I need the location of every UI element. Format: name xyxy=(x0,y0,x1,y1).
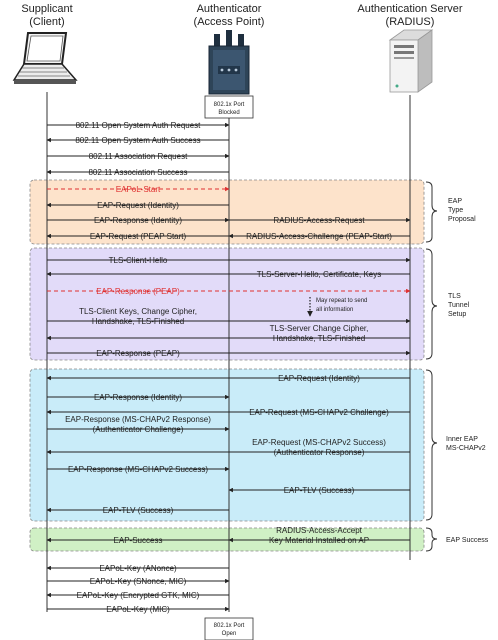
port-open-box xyxy=(204,617,254,640)
message-label: EAPoL-Key (SNonce, MIC) xyxy=(90,577,187,586)
message-label: EAP-Request (MS-CHAPv2 Success) xyxy=(252,438,386,447)
access-point-icon xyxy=(208,30,250,95)
message-label: RADIUS-Access-Request xyxy=(273,216,365,225)
port-blocked-box xyxy=(204,95,254,119)
message-label: TLS-Client-Hello xyxy=(109,256,168,265)
server-icon xyxy=(388,29,434,93)
message-label: 802.11 Association Success xyxy=(88,168,187,177)
message-label: EAP-Request (MS-CHAPv2 Challenge) xyxy=(249,408,389,417)
supplicant-title: Supplicant xyxy=(21,3,72,15)
authenticator-title: Authenticator xyxy=(197,3,262,15)
port-blocked-line1: 802.1x Port xyxy=(214,102,245,108)
section-inner-eap xyxy=(29,368,425,522)
message-label: Key Material Installed on AP xyxy=(269,536,369,545)
label-eap-type-2: Type xyxy=(448,207,463,214)
label-eap-type-1: EAP xyxy=(448,198,462,205)
laptop-icon xyxy=(12,32,78,84)
label-tls-tunnel-1: TLS xyxy=(448,293,461,300)
message-label: EAP-Response (Identity) xyxy=(94,393,182,402)
label-inner-eap-1: Inner EAP xyxy=(446,436,478,443)
message-label: TLS-Server-Hello, Certificate, Keys xyxy=(257,270,381,279)
message-label: EAP-Response (PEAP) xyxy=(96,287,180,296)
repeat-note-2: all information xyxy=(316,307,353,313)
message-label: EAPoL-Key (MIC) xyxy=(106,605,170,614)
brace-eap-type xyxy=(425,181,438,243)
message-label: EAP-TLV (Success) xyxy=(103,506,174,515)
message-label: EAP-Response (MS-CHAPv2 Success) xyxy=(68,465,208,474)
label-eap-type-3: Proposal xyxy=(448,216,476,223)
message-label: TLS-Server Change Cipher, xyxy=(270,324,369,333)
label-tls-tunnel-3: Setup xyxy=(448,311,466,318)
message-label: RADIUS-Access-Challenge (PEAP-Start) xyxy=(246,232,392,241)
message-label: Handshake, TLS-Finished xyxy=(92,317,184,326)
message-label: EAP-Response (MS-CHAPv2 Response) xyxy=(65,415,211,424)
message-label: EAP-Response (PEAP) xyxy=(96,349,180,358)
message-label: (Authenticator Challenge) xyxy=(93,425,184,434)
message-label: TLS-Client Keys, Change Cipher, xyxy=(79,307,197,316)
message-label: EAPoL-Start xyxy=(116,185,161,194)
message-label: 802.11 Open System Auth Request xyxy=(76,121,202,130)
label-inner-eap-2: MS-CHAPv2 xyxy=(446,445,486,452)
supplicant-subtitle: (Client) xyxy=(29,16,64,28)
brace-inner-eap xyxy=(425,369,438,521)
messages: 802.11 Open System Auth Request 802.11 Op… xyxy=(46,121,411,614)
message-label: EAPoL-Key (Encrypted GTK, MIC) xyxy=(77,591,200,600)
message-label: RADIUS-Access-Accept xyxy=(276,526,363,535)
message-label: EAP-Response (Identity) xyxy=(94,216,182,225)
message-label: 802.11 Association Request xyxy=(89,152,188,161)
port-open-line2: Open xyxy=(222,631,237,637)
message-label: EAP-Request (PEAP Start) xyxy=(90,232,187,241)
repeat-note-1: May repeat to send xyxy=(316,298,367,304)
section-tls-tunnel xyxy=(29,247,425,361)
message-label: EAP-TLV (Success) xyxy=(284,486,355,495)
server-subtitle: (RADIUS) xyxy=(386,16,435,28)
port-open-line1: 802.1x Port xyxy=(214,623,245,629)
section-backgrounds xyxy=(29,179,425,552)
message-label: EAP-Success xyxy=(114,536,163,545)
message-label: (Authenticator Response) xyxy=(274,448,365,457)
message-label: EAP-Request (Identity) xyxy=(97,201,179,210)
section-eap-type xyxy=(29,179,425,245)
message-label: Handshake, TLS-Finished xyxy=(273,334,365,343)
brace-tls-tunnel xyxy=(425,248,438,360)
port-blocked-line2: Blocked xyxy=(218,110,239,116)
brace-eap-success xyxy=(425,527,438,552)
section-eap-success xyxy=(29,527,425,552)
message-label: 802.11 Open System Auth Success xyxy=(75,136,200,145)
label-tls-tunnel-2: Tunnel xyxy=(448,302,470,309)
server-title: Authentication Server xyxy=(357,3,463,15)
message-label: EAP-Request (Identity) xyxy=(278,374,360,383)
authenticator-subtitle: (Access Point) xyxy=(194,16,265,28)
label-eap-success: EAP Success xyxy=(446,537,489,544)
message-label: EAPoL-Key (ANonce) xyxy=(99,564,177,573)
